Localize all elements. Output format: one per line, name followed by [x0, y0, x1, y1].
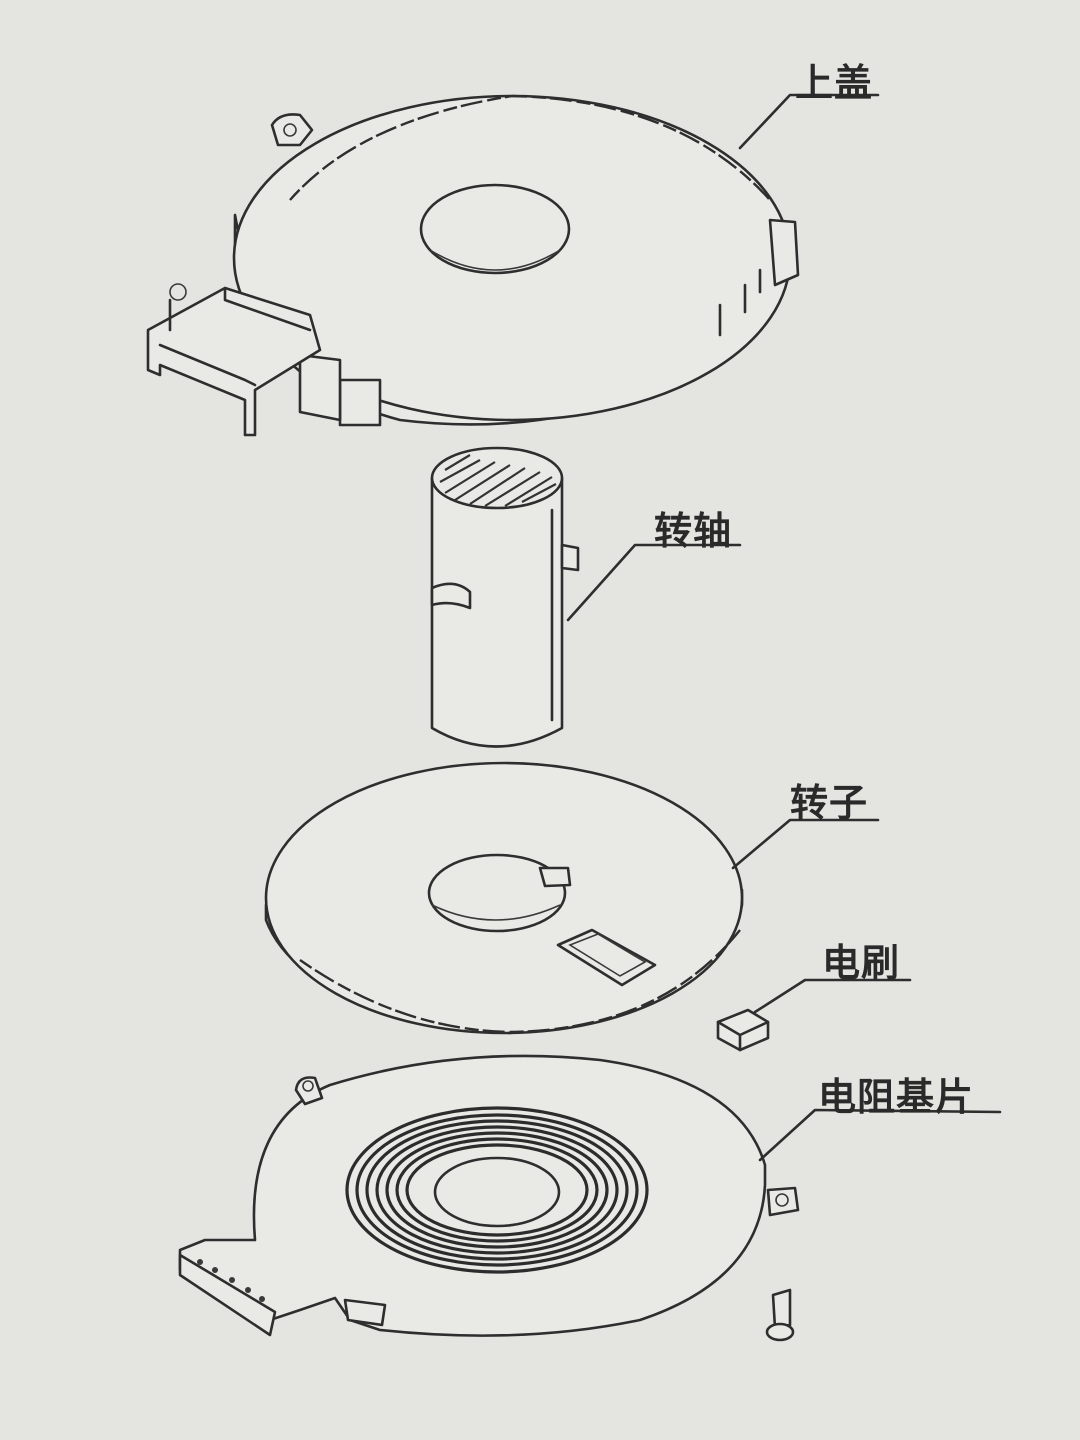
- rotor-part: [264, 761, 744, 1035]
- label-shaft: 转轴: [654, 509, 733, 553]
- top-cover-part: [146, 94, 800, 437]
- leader-lines: [566, 93, 1002, 1162]
- label-top-cover: 上盖: [795, 61, 874, 105]
- label-brush: 电刷: [822, 941, 901, 985]
- screw-part: [771, 1288, 792, 1330]
- resistive-track: [345, 1106, 649, 1274]
- label-resistor-base: 电阻基片: [818, 1075, 975, 1119]
- resistor-base-part: [178, 1054, 800, 1342]
- label-rotor: 转子: [790, 781, 869, 825]
- shaft-part: [430, 446, 580, 748]
- brush-part: [716, 1008, 770, 1052]
